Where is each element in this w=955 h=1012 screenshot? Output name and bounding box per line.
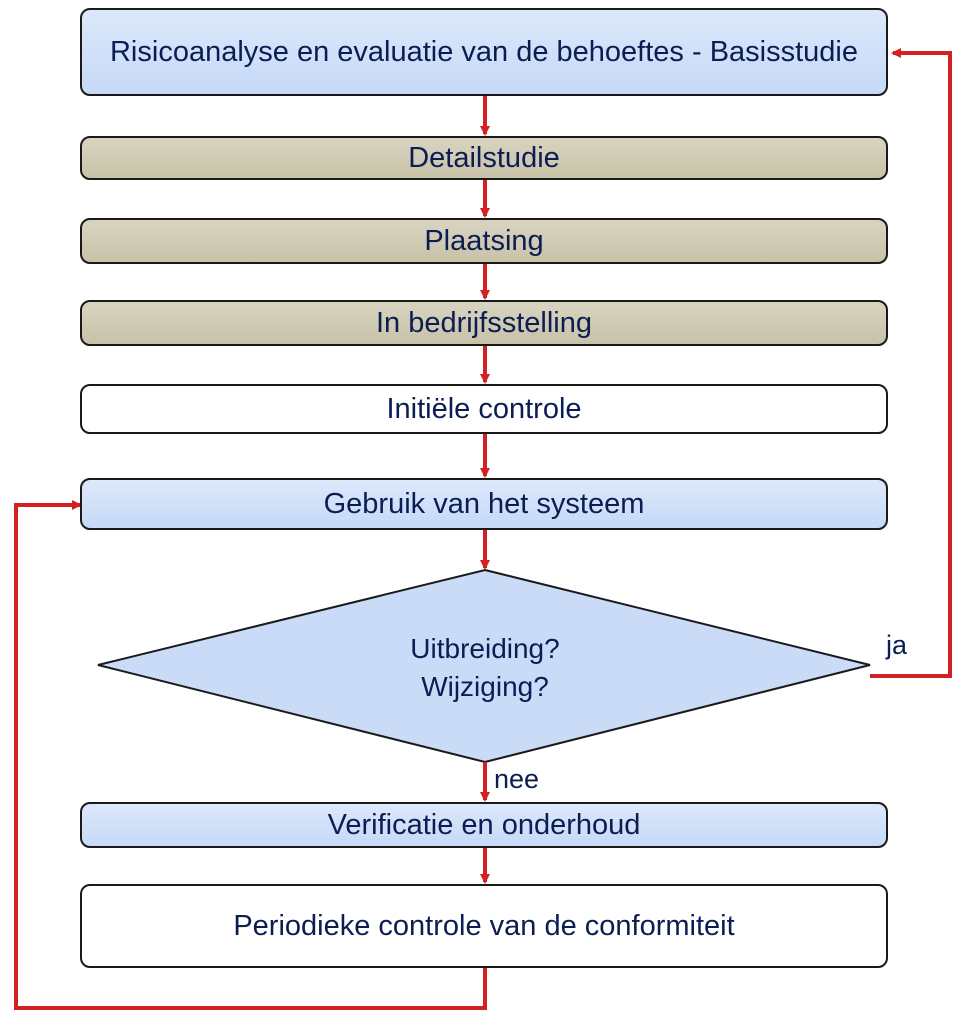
box-basisstudie-label: Risicoanalyse en evaluatie van de behoef… (109, 35, 858, 68)
box-periodieke-controle-label: Periodieke controle van de conformiteit (233, 909, 735, 942)
box-initiele-controle-label: Initiële controle (386, 392, 582, 425)
box-inbedrijfsstelling: In bedrijfsstelling (80, 300, 888, 346)
box-detailstudie: Detailstudie (80, 136, 888, 180)
decision-text: Uitbreiding? Wijziging? (380, 630, 590, 706)
box-gebruik-label: Gebruik van het systeem (323, 487, 645, 520)
decision-line1: Uitbreiding? (410, 633, 560, 664)
arrow-ja-loop (870, 48, 952, 678)
box-gebruik: Gebruik van het systeem (80, 478, 888, 530)
box-initiele-controle: Initiële controle (80, 384, 888, 434)
ja-label: ja (886, 630, 908, 660)
box-plaatsing: Plaatsing (80, 218, 888, 264)
box-plaatsing-label: Plaatsing (424, 224, 544, 257)
box-inbedrijfsstelling-label: In bedrijfsstelling (376, 306, 592, 339)
box-verificatie-label: Verificatie en onderhoud (327, 808, 641, 841)
arrow-feedback-loop (14, 500, 487, 1010)
box-periodieke-controle: Periodieke controle van de conformiteit (80, 884, 888, 968)
box-verificatie: Verificatie en onderhoud (80, 802, 888, 848)
decision-line2: Wijziging? (421, 670, 549, 702)
nee-label: nee (494, 764, 540, 794)
box-basisstudie: Risicoanalyse en evaluatie van de behoef… (80, 8, 888, 96)
box-detailstudie-label: Detailstudie (408, 141, 560, 174)
